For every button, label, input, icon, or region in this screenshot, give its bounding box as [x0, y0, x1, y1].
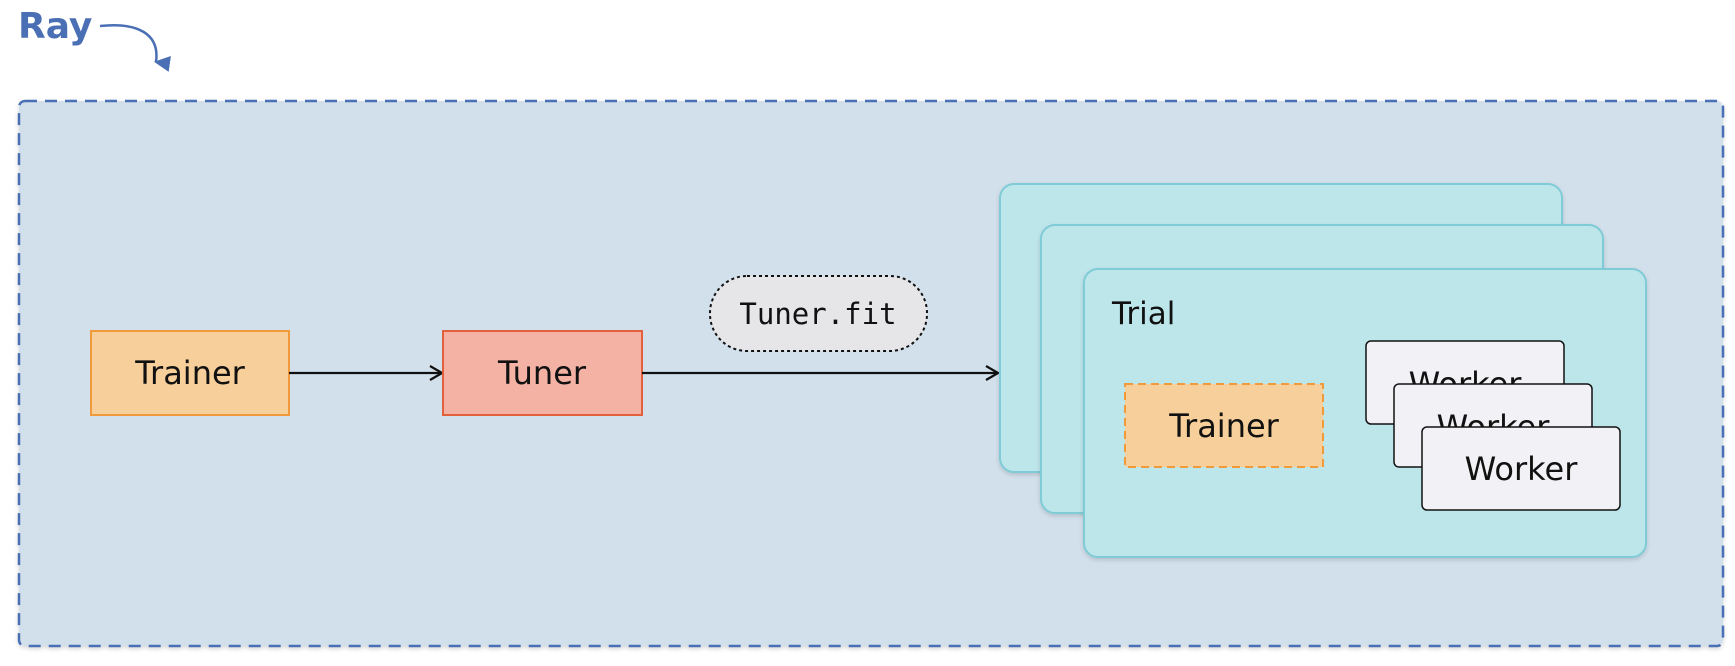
worker-card-front: Worker	[1421, 426, 1621, 511]
trial-label: Trial	[1111, 296, 1175, 332]
trainer-node: Trainer	[90, 330, 290, 416]
tuner-label: Tuner	[497, 354, 587, 392]
trial-card-front: Trial Trainer Worker Worker Worker	[1083, 268, 1647, 558]
trial-trainer-label: Trainer	[1168, 407, 1279, 445]
ray-label: Ray	[18, 6, 92, 47]
tuner-fit-pill: Tuner.fit	[709, 275, 928, 352]
trainer-label: Trainer	[134, 354, 245, 392]
ray-pointer-arrow	[99, 24, 171, 72]
tuner-fit-label: Tuner.fit	[739, 297, 896, 331]
worker-label-front: Worker	[1465, 450, 1579, 488]
tuner-node: Tuner	[442, 330, 643, 416]
trial-trainer-node: Trainer	[1124, 383, 1324, 468]
